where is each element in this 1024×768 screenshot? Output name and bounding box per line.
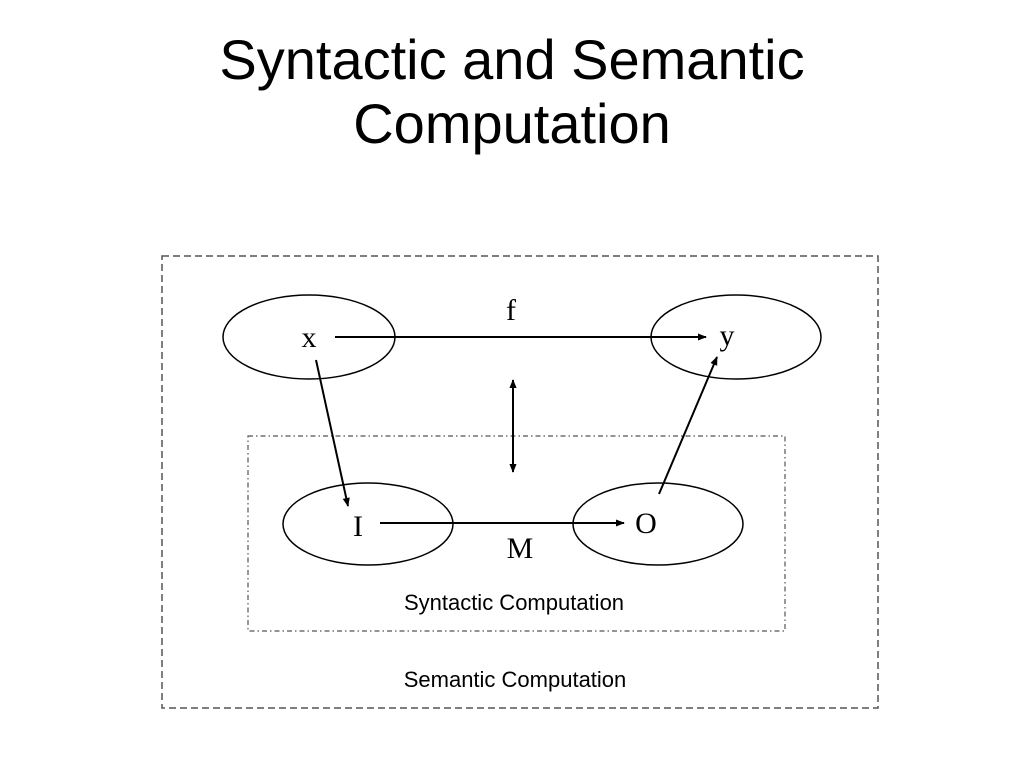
edge-f-label: f (506, 294, 516, 327)
slide-title-line-2: Computation (353, 92, 671, 155)
arrow-x-to-input (315, 359, 350, 507)
slide-title-line-1: Syntactic and Semantic (219, 28, 805, 91)
semantic-computation-label: Semantic Computation (404, 667, 627, 692)
node-x-label: x (302, 321, 317, 354)
edge-m-label: M (507, 532, 534, 565)
syntactic-computation-label: Syntactic Computation (404, 590, 624, 615)
syntactic-computation-region (247, 435, 786, 632)
semantic-computation-region (161, 255, 879, 709)
node-y-label: y (720, 319, 735, 352)
arrow-output-to-y (658, 356, 718, 495)
node-output-label: O (635, 507, 657, 540)
slide-title: Syntactic and Semantic Computation (0, 28, 1024, 156)
node-input-label: I (353, 510, 363, 543)
